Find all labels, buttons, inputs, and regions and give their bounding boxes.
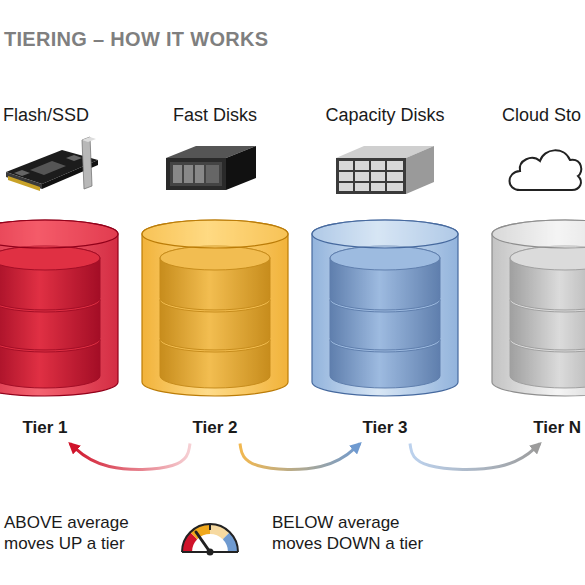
tier-move-arrow	[410, 444, 540, 470]
rule-note: ABOVE average moves UP a tier	[4, 512, 154, 555]
disk-array-icon	[336, 146, 434, 194]
tier-move-arrow	[240, 444, 360, 470]
rule-note: BELOW average moves DOWN a tier	[272, 512, 447, 555]
tier-move-arrow	[70, 444, 190, 470]
tier-label: Tier 1	[22, 418, 67, 438]
tier-heading: Cloud Sto	[502, 105, 581, 126]
ssd-card-icon	[6, 137, 98, 191]
storage-tier: Fast DisksTier 2	[140, 105, 290, 444]
tier-heading: Flash/SSD	[3, 105, 89, 126]
server-icon	[166, 146, 256, 190]
tier-label: Tier 3	[362, 418, 407, 438]
cylinder-shape	[310, 218, 460, 398]
cylinder-shape	[140, 218, 290, 398]
storage-tier: Cloud StoTier N	[490, 105, 585, 444]
storage-tier: Capacity DisksTier 3	[310, 105, 460, 444]
storage-tier: Flash/SSD Tier 1	[0, 105, 120, 444]
tier-heading: Capacity Disks	[325, 105, 444, 126]
cloud-icon	[510, 150, 582, 190]
diagram-title: TIERING – HOW IT WORKS	[4, 28, 268, 51]
cylinder-shape	[490, 218, 585, 398]
gauge-icon	[182, 524, 238, 570]
tier-heading: Fast Disks	[173, 105, 257, 126]
cylinder-shape	[0, 218, 120, 398]
tier-label: Tier N	[533, 418, 581, 438]
tier-label: Tier 2	[192, 418, 237, 438]
